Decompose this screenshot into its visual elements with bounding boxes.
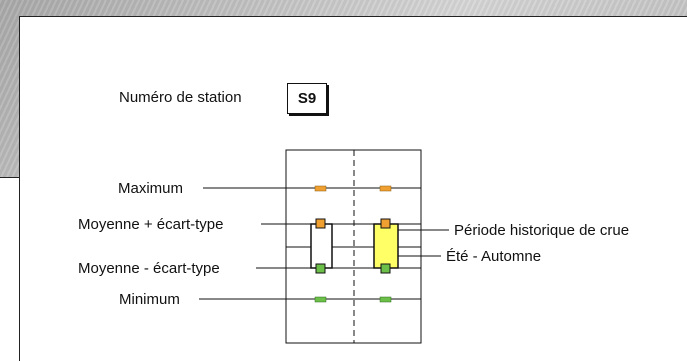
- label-maximum: Maximum: [118, 180, 183, 197]
- mean-minus-sd-marker-right: [381, 264, 390, 273]
- label-minimum: Minimum: [119, 291, 180, 308]
- mean-minus-sd-marker-left: [316, 264, 325, 273]
- label-mean-plus-sd: Moyenne + écart-type: [78, 216, 224, 233]
- minimum-marker-right: [380, 297, 391, 302]
- mean-plus-sd-marker-left: [316, 219, 325, 228]
- boxplot-left: [311, 224, 332, 268]
- boxplot-right-highlighted: [374, 224, 398, 268]
- label-historical-period: Période historique de crue: [454, 222, 629, 239]
- maximum-marker-left: [315, 186, 326, 191]
- maximum-marker-right: [380, 186, 391, 191]
- mean-plus-sd-marker-right: [381, 219, 390, 228]
- label-mean-minus-sd: Moyenne - écart-type: [78, 260, 220, 277]
- minimum-marker-left: [315, 297, 326, 302]
- label-season: Été - Automne: [446, 248, 541, 265]
